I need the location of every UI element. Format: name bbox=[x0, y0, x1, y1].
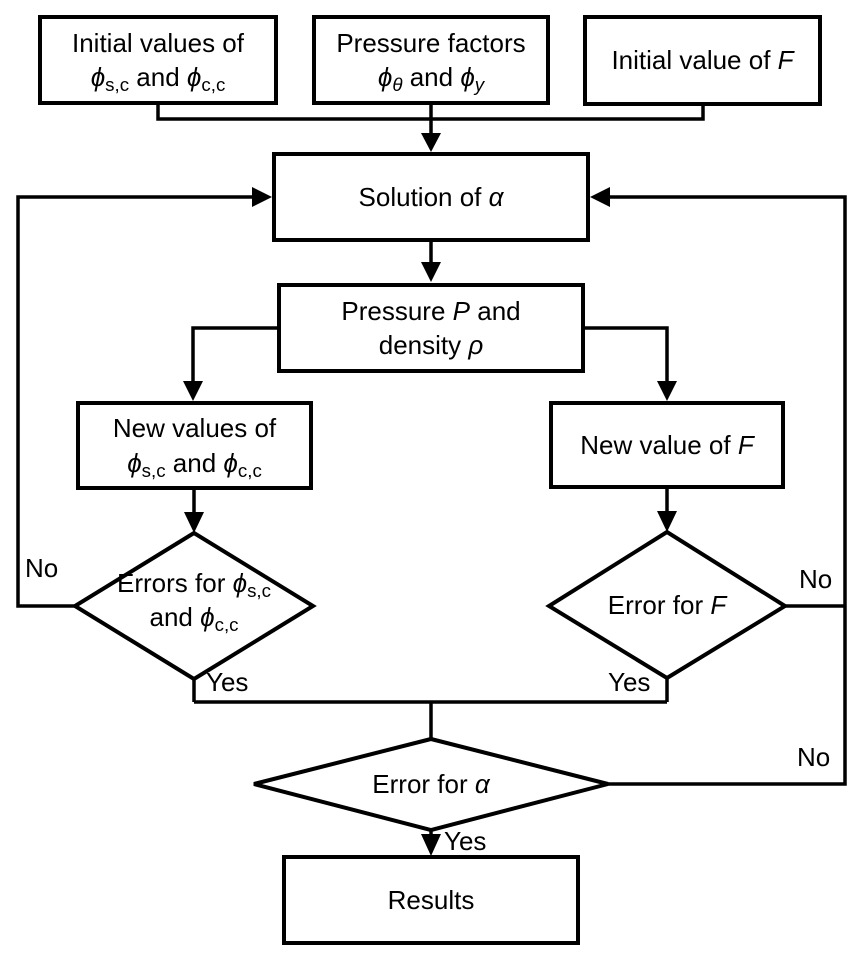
arrowhead-into-solution-right bbox=[590, 187, 610, 207]
node-line: Initial value of F bbox=[611, 45, 794, 76]
edge-pressure-to-new-phi bbox=[191, 326, 277, 384]
node-line: ϕs,c and ϕc,c bbox=[127, 447, 262, 481]
node-new-f: New value of F bbox=[549, 401, 785, 489]
node-results: Results bbox=[282, 855, 580, 945]
edge-yes-join-to-error-alpha bbox=[192, 678, 669, 740]
node-line: New value of F bbox=[580, 429, 754, 460]
node-line: Initial values of bbox=[72, 27, 244, 58]
arrowhead-into-solution-top bbox=[421, 133, 441, 152]
arrowhead-into-error-f bbox=[657, 511, 677, 532]
label-yes-right: Yes bbox=[608, 667, 651, 697]
node-line: ϕθ and ϕy bbox=[377, 62, 485, 96]
node-solution-alpha: Solution of α bbox=[272, 152, 590, 242]
node-line: Error for F bbox=[607, 590, 727, 620]
decision-error-phi-shape bbox=[71, 530, 317, 682]
decision-error-alpha-shape bbox=[253, 736, 609, 833]
edge-no-left-loop bbox=[16, 195, 255, 608]
node-line: Errors for ϕs,c bbox=[117, 568, 271, 602]
edge-pressure-to-new-f bbox=[585, 326, 669, 384]
node-line: density ρ bbox=[378, 330, 484, 360]
node-initial-f: Initial value of F bbox=[583, 15, 822, 106]
node-line: and ϕc,c bbox=[149, 601, 239, 636]
arrowhead-into-error-phi bbox=[184, 512, 204, 533]
node-line: Pressure factors bbox=[336, 27, 526, 58]
decision-error-f-label: Error for F bbox=[549, 589, 785, 623]
label-yes-bottom: Yes bbox=[444, 826, 487, 856]
node-pressure-factors: Pressure factors ϕθ and ϕy bbox=[312, 15, 550, 105]
node-line: Solution of α bbox=[358, 181, 504, 212]
decision-error-alpha-label: Error for α bbox=[254, 768, 608, 802]
label-no-right-top: No bbox=[799, 564, 833, 594]
node-new-phi-values: New values of ϕs,c and ϕc,c bbox=[76, 401, 313, 490]
decision-error-phi-label: Errors for ϕs,c and ϕc,c bbox=[78, 567, 310, 635]
node-line: Error for α bbox=[372, 769, 490, 799]
node-line: Results bbox=[387, 884, 475, 915]
node-line: New values of bbox=[112, 413, 277, 444]
label-yes-left: Yes bbox=[206, 667, 249, 697]
label-no-right-bottom: No bbox=[797, 742, 831, 772]
arrowhead-into-new-phi bbox=[183, 381, 203, 401]
arrowhead-into-pressure bbox=[421, 262, 441, 282]
edge-no-right-loop bbox=[607, 195, 847, 786]
label-no-left: No bbox=[25, 553, 59, 583]
arrowhead-into-new-f bbox=[657, 381, 677, 401]
arrowhead-into-solution-left bbox=[252, 187, 272, 207]
edge-top-inputs bbox=[156, 104, 705, 136]
node-pressure-density: Pressure P and density ρ bbox=[277, 283, 585, 373]
decision-error-f-shape bbox=[545, 529, 789, 681]
node-line: ϕs,c and ϕc,c bbox=[90, 62, 226, 96]
arrowhead-into-results bbox=[421, 834, 441, 856]
node-initial-phi-values: Initial values of ϕs,c and ϕc,c bbox=[38, 15, 278, 105]
node-line: Pressure P and bbox=[341, 295, 521, 326]
